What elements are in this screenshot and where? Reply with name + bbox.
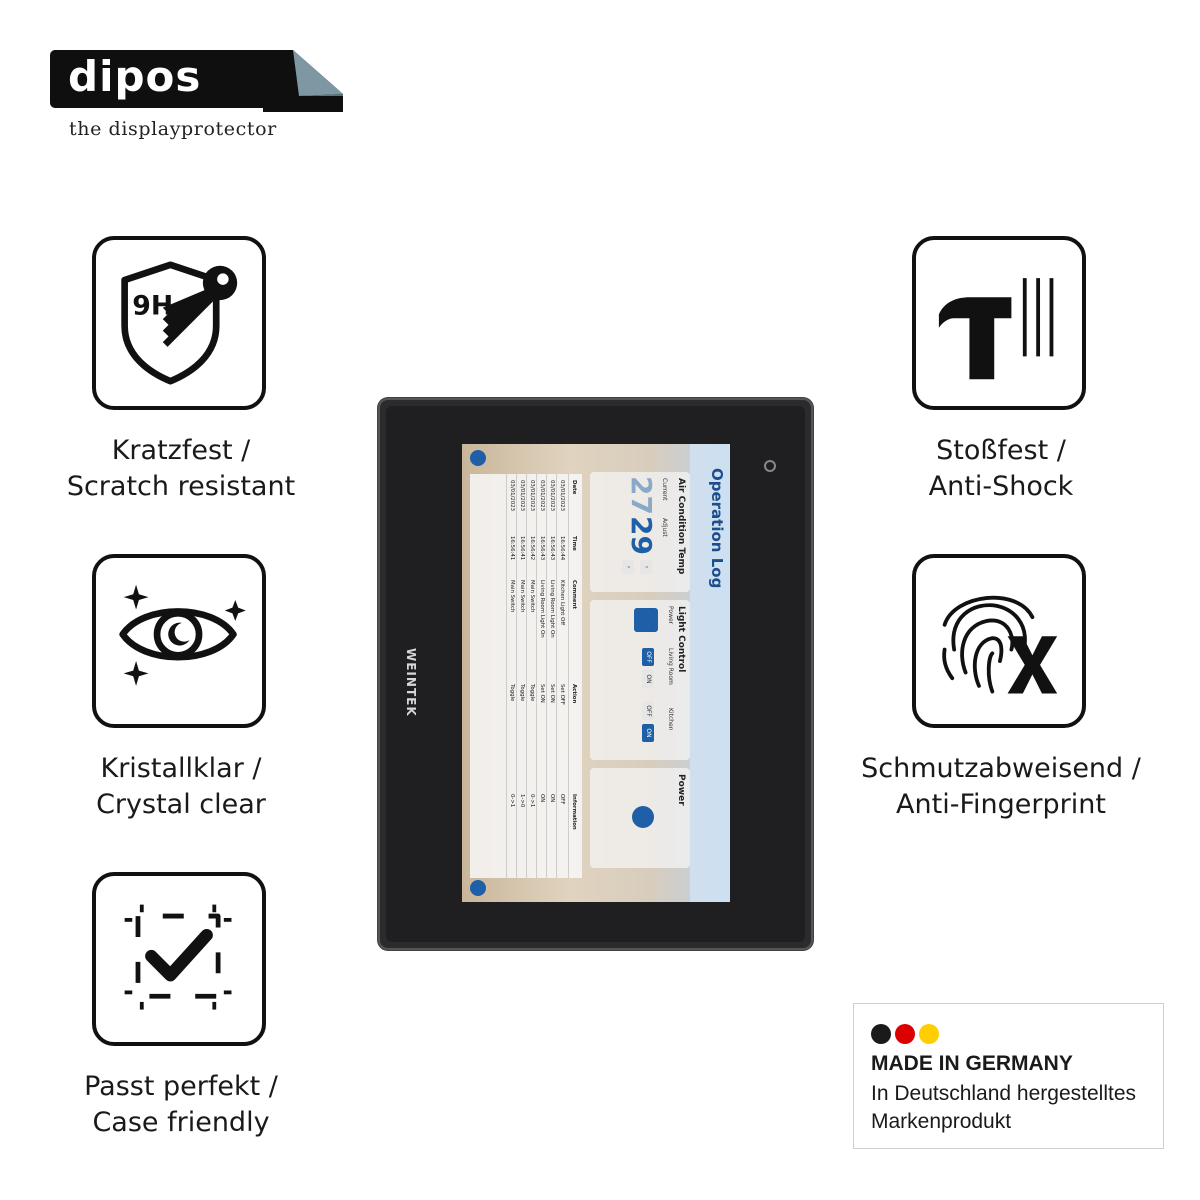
hmi-title: Operation Log bbox=[708, 468, 726, 589]
flag-dot-red bbox=[895, 1024, 915, 1044]
mig-line1: In Deutschland hergestelltes bbox=[871, 1082, 1136, 1105]
kitchen-off-button[interactable]: OFF bbox=[642, 702, 654, 720]
power-indicator-icon bbox=[764, 460, 776, 472]
feature-clear-caption: Kristallklar / Crystal clear bbox=[16, 751, 346, 823]
col-time: Time bbox=[571, 536, 577, 551]
power-button-icon[interactable] bbox=[632, 806, 654, 828]
feature-case-icon-box bbox=[92, 872, 266, 1046]
device-brand: WEINTEK bbox=[400, 648, 420, 758]
flag-dot-black bbox=[871, 1024, 891, 1044]
kitchen-on-button[interactable]: ON bbox=[642, 724, 654, 742]
anti-fingerprint-icon bbox=[942, 595, 1058, 694]
feature-case-line1: Passt perfekt / bbox=[84, 1071, 278, 1102]
feature-shock-line1: Stoßfest / bbox=[936, 435, 1066, 466]
ac-down-button[interactable]: › bbox=[622, 560, 634, 574]
mig-line2: Markenprodukt bbox=[871, 1110, 1012, 1133]
hmi-screen-content: Operation Log Air Condition Temp Current… bbox=[462, 444, 730, 902]
col-information: Information bbox=[571, 794, 577, 830]
device-brand-text: WEINTEK bbox=[404, 648, 418, 717]
light-kitchen-label: Kitchen bbox=[667, 708, 674, 731]
col-comment: Comment bbox=[571, 580, 577, 609]
power-panel-title: Power bbox=[676, 774, 686, 806]
light-panel: Light Control Power Living Room Kitchen … bbox=[590, 600, 690, 760]
light-power-label: Power bbox=[667, 606, 674, 625]
ac-adjust-value: 29 bbox=[625, 516, 658, 555]
logo-box bbox=[50, 50, 270, 108]
feature-scratch-line1: Kratzfest / bbox=[111, 435, 251, 466]
home-icon[interactable] bbox=[470, 450, 486, 466]
mig-subtitle: In Deutschland hergestelltes Markenprodu… bbox=[871, 1080, 1161, 1136]
dipos-logo: dipos bbox=[50, 50, 343, 112]
hmi-device: WEINTEK Operation Log Air Condition Temp… bbox=[378, 398, 813, 950]
feature-clear-line1: Kristallklar / bbox=[100, 753, 262, 784]
log-table: Date Time Comment Action Information 03/… bbox=[470, 474, 582, 878]
feature-case-line2: Case friendly bbox=[92, 1107, 270, 1138]
feature-scratch-caption: Kratzfest / Scratch resistant bbox=[16, 433, 346, 505]
feature-clear-line2: Crystal clear bbox=[96, 789, 266, 820]
feature-shock-caption: Stoßfest / Anti-Shock bbox=[836, 433, 1166, 505]
log-table-header: Date Time Comment Action Information bbox=[568, 474, 578, 878]
mig-title: MADE IN GERMANY bbox=[871, 1052, 1073, 1075]
feature-scratch-line2: Scratch resistant bbox=[66, 471, 296, 502]
device-screen: Operation Log Air Condition Temp Current… bbox=[462, 444, 730, 902]
light-panel-title: Light Control bbox=[676, 606, 686, 673]
ac-current-label: Current bbox=[661, 478, 668, 501]
feature-shock-line2: Anti-Shock bbox=[928, 471, 1074, 502]
power-panel: Power bbox=[590, 768, 690, 868]
light-bulb-icon[interactable] bbox=[634, 608, 658, 632]
feature-scratch-icon-box: 9H bbox=[92, 236, 266, 410]
light-living-label: Living Room bbox=[667, 648, 674, 685]
feature-shock-icon-box bbox=[912, 236, 1086, 410]
anti-shock-hammer-icon bbox=[938, 278, 1054, 380]
case-friendly-check-icon bbox=[124, 904, 232, 1010]
made-in-germany-badge: MADE IN GERMANY In Deutschland hergestel… bbox=[853, 1003, 1164, 1149]
feature-fingerprint-caption: Schmutzabweisend / Anti-Fingerprint bbox=[836, 751, 1166, 823]
ac-panel: Air Condition Temp Current Adjust 27 29 … bbox=[590, 472, 690, 592]
page-peel-icon bbox=[263, 50, 343, 112]
logo-tagline: the displayprotector bbox=[69, 118, 277, 140]
logo-brand-text: dipos bbox=[68, 52, 202, 101]
col-action: Action bbox=[571, 684, 577, 704]
feature-fingerprint-line1: Schmutzabweisend / bbox=[861, 753, 1141, 784]
ac-panel-title: Air Condition Temp bbox=[676, 478, 686, 575]
feature-fingerprint-line2: Anti-Fingerprint bbox=[896, 789, 1106, 820]
scratch-resistant-9h-icon: 9H bbox=[121, 261, 238, 385]
settings-icon[interactable] bbox=[470, 880, 486, 896]
feature-clear-icon-box bbox=[92, 554, 266, 728]
ac-current-value: 27 bbox=[625, 476, 658, 515]
col-date: Date bbox=[571, 480, 577, 495]
ac-adjust-label: Adjust bbox=[661, 518, 668, 537]
living-off-button[interactable]: OFF bbox=[642, 648, 654, 666]
feature-case-caption: Passt perfekt / Case friendly bbox=[16, 1069, 346, 1141]
ac-up-button[interactable]: ‹ bbox=[640, 560, 652, 574]
flag-dot-gold bbox=[919, 1024, 939, 1044]
living-on-button[interactable]: ON bbox=[642, 670, 654, 688]
crystal-clear-eye-icon bbox=[119, 584, 246, 686]
feature-fingerprint-icon-box bbox=[912, 554, 1086, 728]
